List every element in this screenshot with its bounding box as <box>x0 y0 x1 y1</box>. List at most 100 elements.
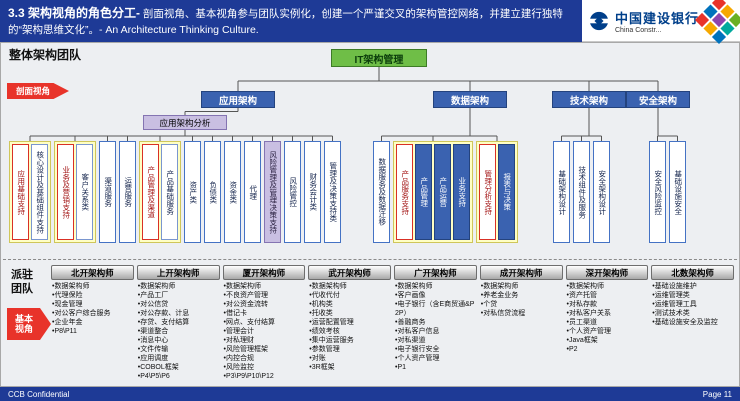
team-list: •数据架构师•客户画像•电子银行（含E商贸通&P2P）•善融商务•对私客户信息•… <box>394 280 477 372</box>
team-item: •3R框架 <box>309 364 335 371</box>
team-item: •对公信贷 <box>137 301 169 308</box>
branch-box-2: 技术架构 <box>552 91 626 108</box>
team-column: 广开架构师 •数据架构师 •客户画像 •电子银行（含E商贸通&P2P） •善融商务 •对私… <box>394 265 477 382</box>
yellow-group: 产品管理及渠道产品基础服务 <box>139 141 181 243</box>
team-header: 北开架构师 <box>51 265 134 280</box>
bank-name-en: China Constr... <box>615 26 662 34</box>
team-item: •P3\P9\P10\P12 <box>223 373 274 380</box>
org-leaf-box: 客户关系类 <box>76 144 93 240</box>
org-leaf-box: 资产类 <box>184 141 201 243</box>
team-item: •电子银行（含E商贸通&P2P） <box>395 301 475 317</box>
team-list: •数据架构师•养老金业务•个贷•对私信贷流程 <box>480 280 563 318</box>
team-item: •运维管理类 <box>652 292 690 299</box>
org-leaf-box: 业务支持 <box>453 144 470 240</box>
slide-title-bold: 3.3 架构视角的角色分工- <box>8 6 141 20</box>
org-leaf-box: 产品基础服务 <box>161 144 178 240</box>
org-leaf-box: 产品运营 <box>434 144 451 240</box>
org-leaf-box: 管理分析支持 <box>479 144 496 240</box>
team-item: •资产托管 <box>566 292 597 299</box>
basic-view-label: 基本视角 <box>14 313 33 334</box>
main-area: 整体架构团队 剖面视角 IT架构管理 应用架构分析 应用架构数据架构技术架构安全… <box>0 42 740 387</box>
org-leaf-box: 基础设施安全 <box>669 141 686 243</box>
team-list: •数据架构师•资产托管•对私存款•对私客户关系•员工渠道•个人资产管理•Java… <box>566 280 649 354</box>
org-leaf-box: 产品管理及渠道 <box>142 144 159 240</box>
team-list: •数据架构师•不良资产管理•对公资金流转•借记卡•网点、支付结算•管理会计•对私… <box>223 280 306 381</box>
team-header: 武开架构师 <box>308 265 391 280</box>
yellow-group: 管理分析支持报表与决策 <box>476 141 518 243</box>
leaf-row-data: 数据服务及数据迁移产品服务支持产品管理产品运营业务支持管理分析支持报表与决策 <box>373 141 547 243</box>
leaf-row-app: 应用基础支持核心设计及基础组件支持业务及营销支持客户关系类渠道服务运营服务产品管… <box>9 141 367 243</box>
team-header: 上开架构师 <box>136 265 220 280</box>
team-item: •电子银行安全 <box>395 346 440 353</box>
org-leaf-box: 产品管理 <box>415 144 432 240</box>
team-item: •渠道整合 <box>137 328 169 335</box>
branch-box-0: 应用架构 <box>201 91 275 108</box>
org-leaf-box: 运营服务 <box>119 141 136 243</box>
team-column: 北数架构师•基础设施维护•运维管理类•运维管理工具•测试技术类•基础设施安全及监… <box>651 265 734 382</box>
team-item: •代理保险 <box>52 292 83 299</box>
team-item: •不良资产管理 <box>223 292 268 299</box>
team-header: 成开架构师 <box>479 265 563 280</box>
team-item: •网点、支付结算 <box>223 319 275 326</box>
team-item: •数据架构师 <box>52 283 90 290</box>
brand-mosaic-icon <box>694 0 740 45</box>
team-item: •运维管理工具 <box>652 301 697 308</box>
org-leaf-box: 风险管控 <box>284 141 301 243</box>
team-column: 武开架构师•数据架构师•代收代付•机构类•托收类•运营配置管理•绩效考核•集中运… <box>308 265 391 382</box>
team-item: •基础设施安全及监控 <box>652 319 718 326</box>
team-item: •应用调度 <box>137 355 169 362</box>
team-column: 成开架构师•数据架构师•养老金业务•个贷•对私信贷流程 <box>479 265 563 382</box>
team-item: •机构类 <box>309 301 333 308</box>
leaf-row-tech: 基础架构设计技术组件及服务安全架构设计 <box>553 141 645 243</box>
branch-box-1: 数据架构 <box>433 91 507 108</box>
team-item: •善融商务 <box>395 319 426 326</box>
leaf-row-sec: 安全风险监控基础设施安全 <box>649 141 711 243</box>
org-leaf-box: 应用基础支持 <box>12 144 29 240</box>
team-item: •文件传输 <box>137 346 169 353</box>
team-item: •对公客户综合服务 <box>52 310 111 317</box>
branch-box-3: 安全架构 <box>626 91 690 108</box>
team-header: 广开架构师 <box>394 265 477 280</box>
teams-grid: 北开架构师•数据架构师•代理保险•现金管理•对公客户综合服务•企业年金•P8\P… <box>51 265 734 382</box>
app-analysis-box: 应用架构分析 <box>143 115 227 130</box>
team-item: •产品工厂 <box>137 292 169 299</box>
footer-confidential: CCB Confidential <box>8 389 70 399</box>
footer-page: Page 11 <box>702 389 732 399</box>
team-list: •数据架构师•产品工厂•对公信贷•对公存款、计息•存贷、支付结算•渠道整合•消息… <box>137 280 220 381</box>
bank-name-block: 中国建设银行 China Constr... <box>615 8 699 34</box>
footer-bar: CCB Confidential Page 11 <box>0 387 740 401</box>
team-list: •数据架构师•代收代付•机构类•托收类•运营配置管理•绩效考核•集中运营服务•参… <box>308 280 391 372</box>
slide-title: 3.3 架构视角的角色分工- 剖面视角、基本视角参与团队实例化，创建一个严谨交叉… <box>0 0 582 42</box>
team-item: •基础设施维护 <box>652 283 697 290</box>
team-item: •数据架构师 <box>137 283 176 290</box>
team-item: •数据架构师 <box>566 283 604 290</box>
basic-view-arrow: 基本视角 <box>7 308 51 340</box>
org-leaf-box: 资金类 <box>224 141 241 243</box>
team-item: •对私存款 <box>566 301 597 308</box>
team-column: 厦开架构师•数据架构师•不良资产管理•对公资金流转•借记卡•网点、支付结算•管理… <box>222 265 306 382</box>
team-item: •内控合规 <box>223 355 254 362</box>
team-item: •个人资产管理 <box>566 328 611 335</box>
team-item: •Java框架 <box>566 337 598 344</box>
yellow-group: 产品服务支持产品管理产品运营业务支持 <box>393 141 473 243</box>
org-leaf-box: 报表与决策 <box>498 144 515 240</box>
team-item: •客户画像 <box>395 292 426 299</box>
root-box: IT架构管理 <box>331 49 427 67</box>
team-item: •企业年金 <box>52 319 83 326</box>
team-item: •对私渠道 <box>395 337 426 344</box>
org-leaf-box: 数据服务及数据迁移 <box>373 141 390 243</box>
header-bar: 3.3 架构视角的角色分工- 剖面视角、基本视角参与团队实例化，创建一个严谨交叉… <box>0 0 740 45</box>
team-item: •数据架构师 <box>395 283 433 290</box>
bank-name: 中国建设银行 <box>615 10 700 26</box>
team-item: •COBOL框架 <box>137 364 179 371</box>
org-leaf-box: 风险管理及管理决策支持 <box>264 141 281 243</box>
team-item: •参数管理 <box>309 346 340 353</box>
bank-logo: 中国建设银行 China Constr... <box>582 0 740 45</box>
dispatch-section: 派驻团队 基本视角 北开架构师•数据架构师•代理保险•现金管理•对公客户综合服务… <box>3 259 737 384</box>
team-item: •运营配置管理 <box>309 319 354 326</box>
org-leaf-box: 基础架构设计 <box>553 141 570 243</box>
team-item: •托收类 <box>309 310 333 317</box>
team-item: •个贷 <box>480 301 498 308</box>
org-leaf-box: 安全风险监控 <box>649 141 666 243</box>
